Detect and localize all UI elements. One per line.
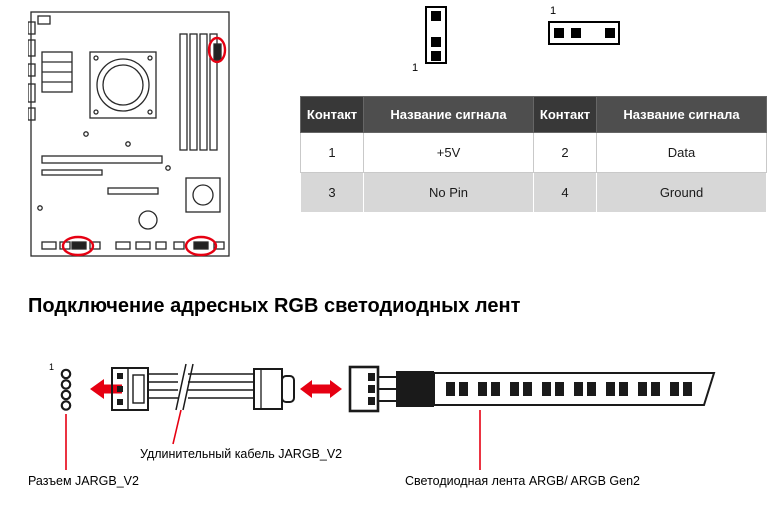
pin-definition-table: Контакт Название сигнала Контакт Названи…: [300, 96, 767, 213]
red-arrow-left: [90, 379, 122, 399]
pin-number-cell: 4: [533, 172, 597, 213]
cpu-socket: [89, 51, 157, 119]
pin-square: [431, 11, 441, 21]
pin-number-cell: 1: [300, 132, 364, 173]
connection-diagram: [60, 363, 716, 470]
table-header-pin: Контакт: [533, 96, 597, 133]
motherboard-outline: [28, 11, 230, 257]
callout-lines: [65, 409, 481, 470]
red-arrow-double: [300, 380, 342, 398]
table-header-pin: Контакт: [300, 96, 364, 133]
pin-square: [554, 28, 564, 38]
pin1-label: 1: [49, 362, 55, 372]
cable-plug-right: [253, 368, 295, 410]
highlight-circles: [61, 36, 227, 257]
signal-name-cell: +5V: [363, 132, 534, 173]
cable-plug-left: [111, 367, 149, 411]
bottom-connectors: [41, 241, 225, 250]
table-header-signal: Название сигнала: [363, 96, 534, 133]
pin-header-horizontal-diagram: 1: [548, 5, 620, 45]
pin-square: [571, 28, 581, 38]
page-heading: Подключение адресных RGB светодиодных ле…: [28, 295, 521, 317]
signal-name-cell: Data: [596, 132, 767, 173]
jargb-header-pins: [60, 368, 72, 411]
pin-square: [431, 37, 441, 47]
cable-break-mark: [175, 363, 194, 411]
pin-number-cell: 2: [533, 132, 597, 173]
pin1-label: 1: [550, 5, 557, 17]
connector-label: Разъем JARGB_V2: [28, 474, 139, 488]
table-row: 3 No Pin 4 Ground: [300, 172, 767, 213]
pin-header-box: [425, 6, 447, 64]
cable-plug-pins: [117, 373, 123, 405]
highlight-circle-bottom-right: [184, 235, 218, 257]
motherboard-diagram: [28, 11, 230, 257]
pin-number-cell: 3: [300, 172, 364, 213]
pin-square: [605, 28, 615, 38]
ram-slots: [179, 33, 218, 151]
table-row: 1 +5V 2 Data: [300, 132, 767, 173]
strip-connector: [348, 365, 434, 413]
highlight-circle-top: [207, 36, 227, 64]
cable-wires: [148, 373, 254, 399]
pin-square: [431, 51, 441, 61]
pin-header-vertical-diagram: 1: [412, 6, 465, 84]
led-strip-label: Светодиодная лента ARGB/ ARGB Gen2: [405, 474, 640, 488]
table-header-row: Контакт Название сигнала Контакт Названи…: [300, 96, 767, 133]
signal-name-cell: Ground: [596, 172, 767, 213]
led-strip: [433, 372, 716, 406]
table-header-signal: Название сигнала: [596, 96, 767, 133]
led-chips: [446, 382, 692, 396]
signal-name-cell: No Pin: [363, 172, 534, 213]
pin1-label: 1: [412, 62, 419, 74]
highlight-circle-bottom-left: [61, 235, 95, 257]
cable-break-gap: [178, 364, 188, 410]
pin-header-box: [548, 21, 620, 45]
chipset: [185, 177, 221, 213]
extension-cable-label: Удлинительный кабель JARGB_V2: [140, 447, 343, 461]
